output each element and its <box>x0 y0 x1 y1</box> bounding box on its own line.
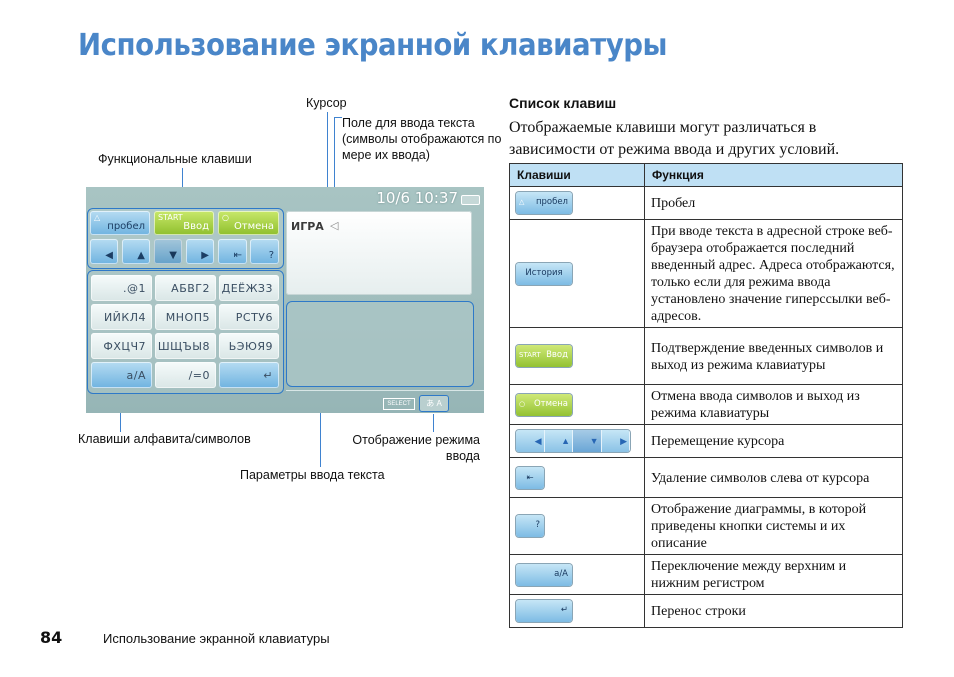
table-row: ○Отмена Отмена ввода символов и выход из… <box>509 384 903 425</box>
psp-key-cancel[interactable]: ○ Отмена <box>218 211 279 235</box>
keys-table: Клавиши Функция △пробел Пробел История П… <box>509 163 903 628</box>
table-cell-desc: Пробел <box>644 186 903 220</box>
section-heading: Список клавиш <box>509 95 617 111</box>
table-cell-desc: Перенос строки <box>644 594 903 628</box>
psp-key-symbol[interactable]: /=0 <box>155 362 216 388</box>
table-cell-desc: При вводе текста в адресной строке веб-б… <box>644 219 903 328</box>
psp-key-backspace[interactable]: ⇤ <box>218 239 247 264</box>
footer-title: Использование экранной клавиатуры <box>103 631 330 646</box>
table-cell-desc: Перемещение курсора <box>644 424 903 458</box>
arrow-down-icon: ▼ <box>573 430 602 452</box>
callout-text-field: Поле для ввода текста (символы отображаю… <box>342 116 502 162</box>
table-row: История При вводе текста в адресной стро… <box>509 219 903 328</box>
arrow-up-icon: ▲ <box>544 430 573 452</box>
table-row: ↵ Перенос строки <box>509 594 903 628</box>
psp-key-down[interactable]: ▼ <box>154 239 182 264</box>
arrow-left-icon: ◀ <box>105 250 113 261</box>
table-header-row: Клавиши Функция <box>509 163 903 187</box>
page-number: 84 <box>40 628 63 647</box>
cursor-icon: ◁ <box>330 220 339 232</box>
table-row: a/A Переключение между верхним и нижним … <box>509 554 903 595</box>
enter-icon: ↵ <box>560 605 568 615</box>
psp-key-space[interactable]: △ пробел <box>90 211 150 235</box>
table-header-function: Функция <box>644 163 903 187</box>
section-intro: Отображаемые клавиши могут различаться в… <box>509 119 840 158</box>
start-icon: START <box>158 213 183 222</box>
triangle-icon: △ <box>94 213 101 222</box>
arrow-right-icon: ▶ <box>201 250 209 261</box>
psp-key-newline[interactable]: ↵ <box>219 362 279 388</box>
circle-icon: ○ <box>222 213 229 222</box>
callout-cursor: Курсор <box>306 96 347 110</box>
key-history-image: История <box>516 262 572 285</box>
divider <box>286 390 484 391</box>
table-cell-desc: Переключение между верхним и нижним реги… <box>644 554 903 595</box>
callout-line-input-params <box>320 387 321 467</box>
key-case-image: a/A <box>516 563 572 586</box>
start-icon: START <box>519 351 541 359</box>
circle-icon: ○ <box>519 399 526 408</box>
psp-key-char[interactable]: ЬЭЮЯ9 <box>219 333 279 359</box>
psp-key-enter[interactable]: START Ввод <box>154 211 214 235</box>
key-help-image: ? <box>516 515 544 537</box>
psp-key-char[interactable]: ДЕЁЖЗ3 <box>219 275 279 301</box>
psp-key-char[interactable]: МНОП5 <box>155 304 216 330</box>
psp-key-char[interactable]: ФХЦЧ7 <box>91 333 152 359</box>
table-header-keys: Клавиши <box>509 163 645 187</box>
callout-input-mode: Отображение режима ввода <box>352 433 480 463</box>
table-row: ⇤ Удаление символов слева от курсора <box>509 457 903 498</box>
psp-clock: 10/6 10:37 <box>376 189 458 207</box>
table-row: ? Отображение диаграммы, в которой приве… <box>509 497 903 555</box>
arrow-right-icon: ▶ <box>601 430 630 452</box>
psp-key-case[interactable]: a/A <box>91 362 152 388</box>
table-row: ◀ ▲ ▼ ▶ Перемещение курсора <box>509 424 903 458</box>
key-backspace-image: ⇤ <box>516 466 544 489</box>
psp-input-params <box>286 301 474 387</box>
triangle-icon: △ <box>519 198 525 206</box>
battery-icon <box>461 195 480 205</box>
table-cell-desc: Подтверждение введенных символов и выход… <box>644 327 903 385</box>
key-cancel-image: ○Отмена <box>516 393 572 416</box>
table-row: △пробел Пробел <box>509 186 903 220</box>
psp-text-field[interactable]: ИГРА ◁ <box>286 211 472 295</box>
psp-key-help[interactable]: ? <box>250 239 279 264</box>
callout-input-params: Параметры ввода текста <box>240 468 385 482</box>
backspace-icon: ⇤ <box>233 250 242 261</box>
callout-line-alphabet-keys <box>120 395 121 432</box>
key-nav-image: ◀ ▲ ▼ ▶ <box>516 430 630 452</box>
psp-text-value: ИГРА <box>291 220 324 233</box>
table-cell-desc: Удаление символов слева от курсора <box>644 457 903 498</box>
callout-line-input-mode <box>433 414 434 432</box>
key-newline-image: ↵ <box>516 600 572 622</box>
help-icon: ? <box>535 520 540 530</box>
callout-line-cursor <box>327 112 328 194</box>
psp-key-char[interactable]: РСТУ6 <box>219 304 279 330</box>
select-button-indicator: SELECT <box>383 398 415 410</box>
psp-key-char[interactable]: АБВГ2 <box>155 275 216 301</box>
table-cell-desc: Отмена ввода символов и выход из режима … <box>644 384 903 425</box>
help-icon: ? <box>268 250 274 261</box>
psp-key-char[interactable]: .@1 <box>91 275 152 301</box>
callout-line-text-field-tick <box>334 117 342 118</box>
psp-screen: 10/6 10:37 △ пробел START Ввод ○ Отмена … <box>86 187 484 413</box>
key-space-image: △пробел <box>516 192 572 214</box>
arrow-left-icon: ◀ <box>516 430 545 452</box>
callout-line-text-field <box>334 117 335 237</box>
input-mode-indicator: あ A <box>419 395 449 412</box>
psp-key-right[interactable]: ▶ <box>186 239 214 264</box>
table-cell-desc: Отображение диаграммы, в которой приведе… <box>644 497 903 555</box>
psp-key-char[interactable]: ШЩЪЫ8 <box>155 333 216 359</box>
callout-function-keys: Функциональные клавиши <box>98 152 252 166</box>
arrow-down-icon: ▼ <box>169 250 177 261</box>
page-title: Использование экранной клавиатуры <box>78 28 668 63</box>
psp-key-up[interactable]: ▲ <box>122 239 150 264</box>
psp-key-left[interactable]: ◀ <box>90 239 118 264</box>
psp-key-char[interactable]: ИЙКЛ4 <box>91 304 152 330</box>
backspace-icon: ⇤ <box>526 472 534 483</box>
arrow-up-icon: ▲ <box>137 250 145 261</box>
callout-alphabet-keys: Клавиши алфавита/символов <box>78 432 251 446</box>
